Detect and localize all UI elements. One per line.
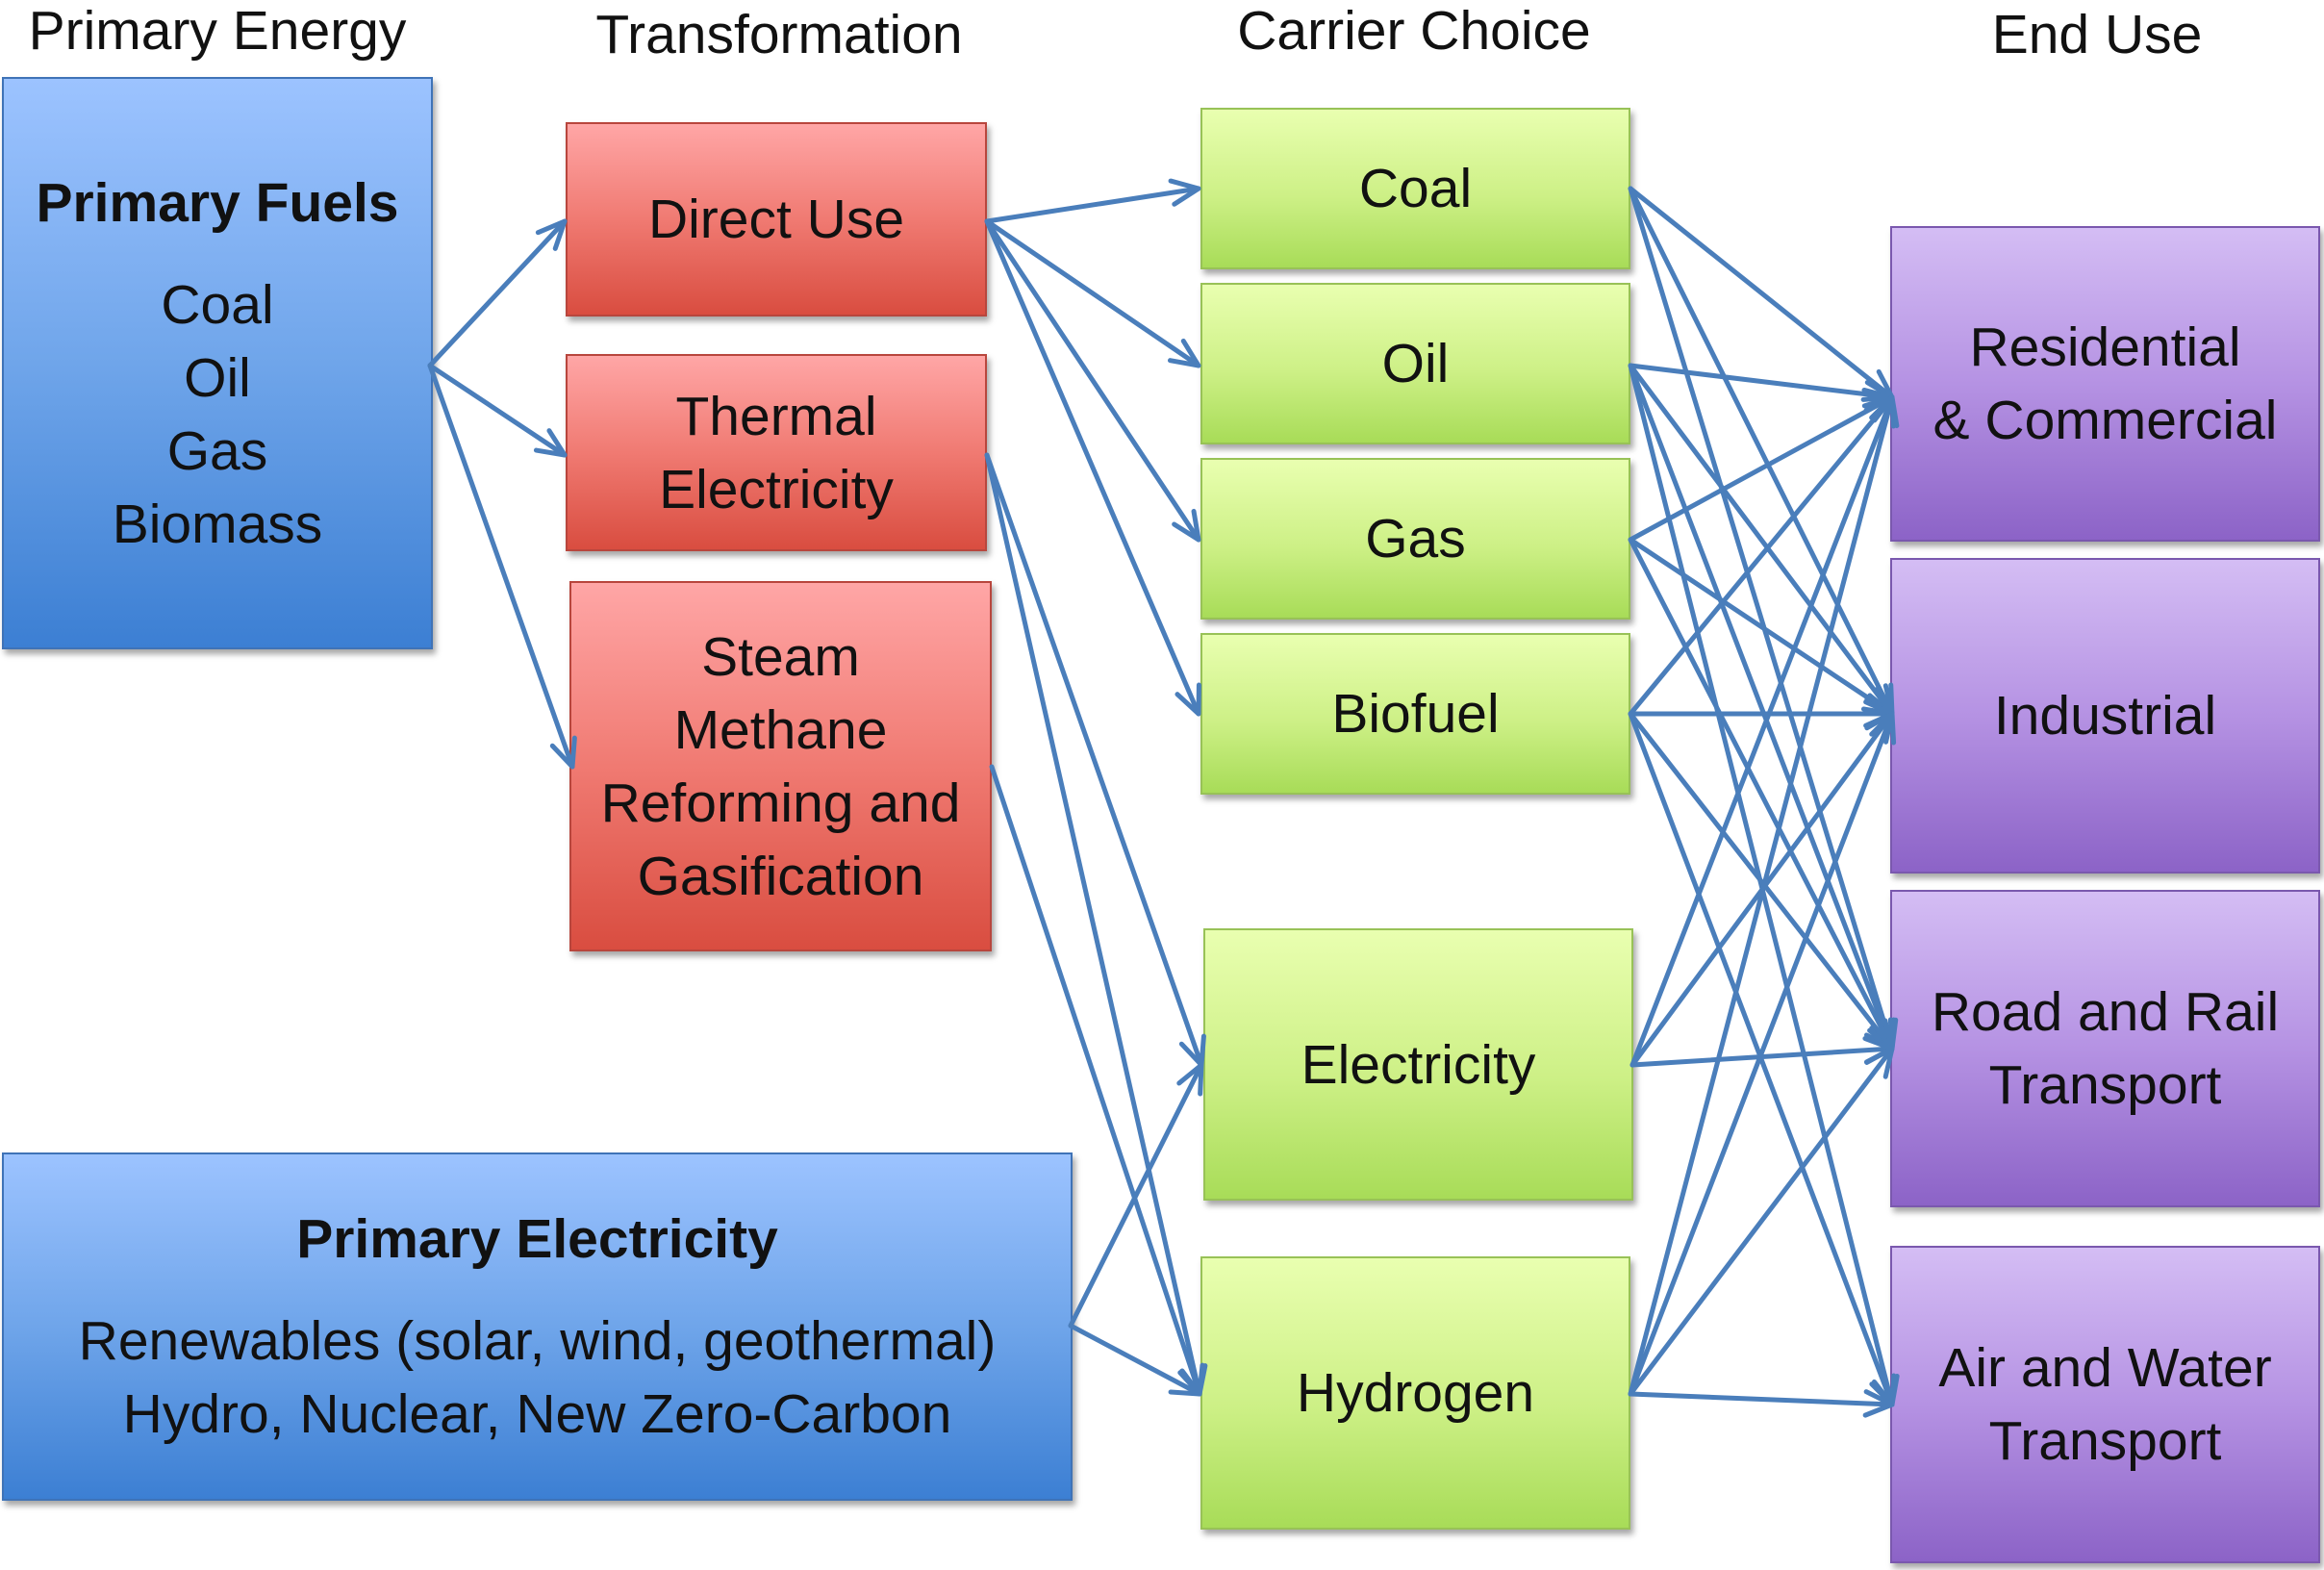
arrowhead-direct-use-to-gas <box>1172 508 1201 543</box>
primary-fuel-oil: Oil <box>184 346 251 409</box>
arrow-oil-to-residential <box>1628 363 1895 400</box>
arrow-fuels-to-thermal-electricity <box>427 363 568 458</box>
primary-fuel-biomass: Biomass <box>112 493 323 555</box>
smr-label-line4: Gasification <box>637 845 924 907</box>
end-use-residential-box: Residential & Commercial <box>1890 226 2320 542</box>
arrow-thermal-to-hydrogen <box>984 452 1202 1397</box>
column-header-end-use: End Use <box>1991 4 2203 65</box>
arrow-biofuel-to-residential <box>1628 394 1895 717</box>
primary-fuels-box: Primary Fuels Coal Oil Gas Biomass <box>2 77 433 649</box>
carrier-oil-label: Oil <box>1381 333 1450 394</box>
column-header-primary-energy: Primary Energy <box>28 0 407 62</box>
arrow-primary-electricity-to-electricity <box>1068 1062 1204 1329</box>
end-use-industrial-box: Industrial <box>1890 558 2320 874</box>
arrow-hydrogen-to-road-rail <box>1628 1046 1895 1397</box>
arrow-fuels-to-direct-use <box>427 218 568 368</box>
arrowhead-fuels-to-direct-use <box>535 218 568 251</box>
arrow-hydrogen-to-residential <box>1628 394 1895 1397</box>
arrow-hydrogen-to-industrial <box>1628 711 1895 1397</box>
arrow-coal-to-residential <box>1628 186 1895 400</box>
thermal-electricity-label-line1: Thermal <box>675 385 877 447</box>
arrow-electricity-to-residential <box>1629 394 1895 1068</box>
arrow-coal-to-industrial <box>1628 186 1895 717</box>
carrier-gas-label: Gas <box>1365 508 1466 570</box>
steam-methane-reforming-box: Steam Methane Reforming and Gasification <box>569 581 992 951</box>
smr-label-line3: Reforming and <box>600 772 961 834</box>
carrier-gas-box: Gas <box>1200 458 1630 620</box>
primary-electricity-line-renewables: Renewables (solar, wind, geothermal) <box>78 1310 997 1372</box>
end-use-industrial-label: Industrial <box>1993 685 2217 747</box>
end-use-residential-line1: Residential <box>1969 317 2241 378</box>
thermal-electricity-box: Thermal Electricity <box>566 354 987 551</box>
primary-electricity-title: Primary Electricity <box>296 1208 778 1270</box>
arrow-direct-use-to-coal <box>984 186 1201 224</box>
carrier-biofuel-box: Biofuel <box>1200 633 1630 795</box>
arrow-gas-to-road-rail <box>1628 537 1895 1051</box>
direct-use-label: Direct Use <box>647 189 905 250</box>
arrow-direct-use-to-biofuel <box>984 218 1201 717</box>
arrowhead-fuels-to-smr <box>549 735 577 770</box>
end-use-air-water-line2: Transport <box>1988 1410 2222 1472</box>
arrow-direct-use-to-gas <box>984 218 1201 543</box>
carrier-electricity-box: Electricity <box>1203 928 1633 1201</box>
carrier-electricity-label: Electricity <box>1301 1033 1536 1096</box>
arrowhead-primary-electricity-to-electricity <box>1176 1062 1204 1097</box>
primary-fuel-coal: Coal <box>161 273 274 336</box>
arrow-thermal-to-electricity <box>984 452 1204 1068</box>
smr-label-line1: Steam <box>701 625 860 688</box>
carrier-hydrogen-label: Hydrogen <box>1296 1362 1535 1424</box>
carrier-hydrogen-box: Hydrogen <box>1200 1256 1630 1530</box>
direct-use-box: Direct Use <box>566 122 987 317</box>
column-header-transformation: Transformation <box>595 4 963 65</box>
arrow-hydrogen-to-air-water <box>1628 1391 1895 1407</box>
arrowhead-hydrogen-to-industrial <box>1869 711 1897 746</box>
arrowhead-direct-use-to-oil <box>1167 338 1201 368</box>
arrow-fuels-to-smr <box>427 363 575 770</box>
carrier-oil-box: Oil <box>1200 283 1630 444</box>
arrowhead-direct-use-to-coal <box>1168 178 1201 207</box>
arrow-oil-to-road-rail <box>1628 363 1895 1051</box>
carrier-biofuel-label: Biofuel <box>1331 683 1500 745</box>
arrow-direct-use-to-oil <box>984 218 1201 368</box>
arrow-oil-to-industrial <box>1628 363 1895 717</box>
primary-fuels-title: Primary Fuels <box>36 171 399 234</box>
thermal-electricity-label-line2: Electricity <box>659 458 894 520</box>
primary-fuel-gas: Gas <box>166 419 268 482</box>
end-use-residential-line2: & Commercial <box>1932 390 2278 451</box>
arrowhead-fuels-to-thermal-electricity <box>533 428 568 458</box>
primary-electricity-line-hydro-nuclear: Hydro, Nuclear, New Zero-Carbon <box>122 1383 952 1445</box>
arrowhead-hydrogen-to-air-water <box>1862 1389 1895 1418</box>
end-use-road-rail-line1: Road and Rail <box>1931 981 2280 1043</box>
carrier-coal-label: Coal <box>1358 158 1473 219</box>
column-header-carrier-choice: Carrier Choice <box>1237 0 1591 62</box>
arrowhead-hydrogen-to-residential <box>1871 394 1900 429</box>
arrow-biofuel-to-road-rail <box>1628 711 1895 1051</box>
arrowhead-direct-use-to-biofuel <box>1175 682 1201 717</box>
arrow-coal-to-road-rail <box>1628 186 1895 1051</box>
end-use-road-rail-line2: Transport <box>1988 1054 2222 1116</box>
arrow-primary-electricity-to-hydrogen <box>1068 1323 1202 1397</box>
smr-label-line2: Methane <box>673 698 888 761</box>
arrow-smr-to-hydrogen <box>989 764 1202 1397</box>
arrow-gas-to-industrial <box>1628 537 1895 717</box>
end-use-air-water-box: Air and Water Transport <box>1890 1246 2320 1563</box>
arrow-gas-to-residential <box>1628 394 1895 543</box>
arrowhead-hydrogen-to-road-rail <box>1864 1046 1895 1079</box>
end-use-air-water-line1: Air and Water <box>1938 1337 2272 1399</box>
arrowhead-primary-electricity-to-hydrogen <box>1168 1368 1202 1397</box>
